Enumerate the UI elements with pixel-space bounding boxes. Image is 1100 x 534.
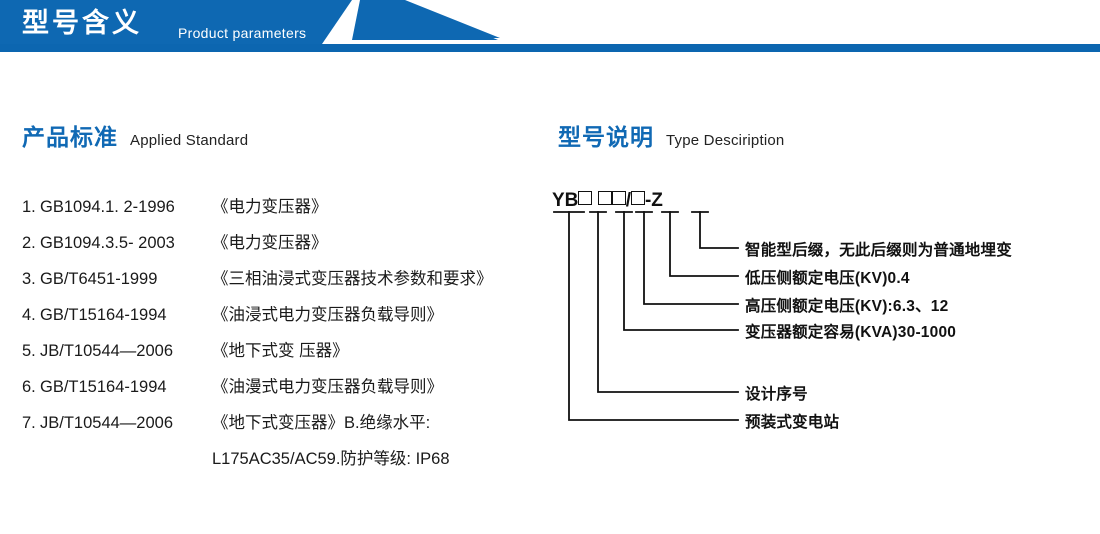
standard-name: 《电力变压器》 (212, 234, 328, 252)
type-code-slash: / (625, 190, 631, 211)
type-code-dash: - (644, 190, 652, 211)
annotation-design-serial: 设计序号 (745, 386, 808, 403)
annotation-prefab-substation: 预装式变电站 (745, 414, 840, 431)
standard-continuation-line: L175AC35/AC59.防护等级: IP68 (212, 450, 450, 468)
standard-index: 2. (22, 234, 36, 252)
list-item: 4. GB/T15164-1994 《油浸式电力变压器负载导则》 (22, 301, 552, 337)
standards-list: 1. GB1094.1. 2-1996 《电力变压器》 2. GB1094.3.… (22, 193, 552, 481)
code-box-lv-voltage (630, 191, 645, 205)
type-code-string: YB /-Z (552, 190, 663, 212)
list-item: 3. GB/T6451-1999 《三相油浸式变压器技术参数和要求》 (22, 265, 552, 301)
standard-code: GB1094.1. 2-1996 (40, 198, 175, 216)
leader-lines (553, 211, 739, 421)
standard-code: GB/T6451-1999 (40, 270, 158, 288)
standard-name: 《地下式变 压器》 (212, 342, 349, 360)
section-heading-cn: 产品标准 (22, 124, 118, 150)
type-code-suffix: Z (651, 190, 663, 211)
standard-index: 4. (22, 306, 36, 324)
standard-index: 5. (22, 342, 36, 360)
page-header-banner: 型号含义 Product parameters (0, 0, 1100, 56)
standard-index: 6. (22, 378, 36, 396)
code-box-capacity-1 (597, 191, 612, 205)
standard-index: 7. (22, 414, 36, 432)
standard-code: GB1094.3.5- 2003 (40, 234, 175, 252)
section-heading-applied-standard: 产品标准 Applied Standard (22, 118, 248, 152)
standard-name: 《油漫式电力变压器负载导则》 (212, 378, 443, 396)
code-box-design-serial (578, 191, 593, 205)
section-heading-en: Type Desciription (666, 132, 785, 149)
type-code-prefix: YB (552, 190, 579, 211)
annotation-hv-rated-voltage: 高压侧额定电压(KV):6.3、12 (745, 298, 949, 315)
list-item: 2. GB1094.3.5- 2003 《电力变压器》 (22, 229, 552, 265)
banner-title: 型号含义 (22, 8, 142, 38)
annotation-rated-capacity: 变压器额定容易(KVA)30-1000 (745, 324, 957, 341)
standard-code: JB/T10544—2006 (40, 342, 174, 360)
section-heading-en: Applied Standard (130, 132, 249, 149)
section-heading-type-description: 型号说明 Type Desciription (558, 118, 784, 152)
code-box-capacity-2 (611, 191, 626, 205)
standard-code: GB/T15164-1994 (40, 378, 167, 396)
banner-subtitle: Product parameters (178, 25, 307, 41)
type-code-diagram: YB /-Z 智能型后缀，无此后缀则为普通地埋变 低压侧额定电压(KV)0. (552, 190, 1092, 440)
list-item: 6. GB/T15164-1994 《油漫式电力变压器负载导则》 (22, 373, 552, 409)
banner-shape (0, 0, 1100, 52)
section-heading-cn: 型号说明 (558, 124, 654, 150)
standard-code: GB/T15164-1994 (40, 306, 167, 324)
standard-name: 《地下式变压器》B.绝缘水平: (212, 414, 431, 432)
list-item: 1. GB1094.1. 2-1996 《电力变压器》 (22, 193, 552, 229)
list-item: 7. JB/T10544—2006 《地下式变压器》B.绝缘水平: (22, 409, 552, 445)
standard-name: 《电力变压器》 (212, 198, 328, 216)
standard-name: 《三相油浸式变压器技术参数和要求》 (212, 270, 493, 288)
annotation-lv-rated-voltage: 低压侧额定电压(KV)0.4 (745, 270, 910, 287)
standard-index: 3. (22, 270, 36, 288)
standard-code: JB/T10544—2006 (40, 414, 174, 432)
standard-name: 《油浸式电力变压器负载导则》 (212, 306, 443, 324)
standard-index: 1. (22, 198, 36, 216)
annotation-smart-suffix: 智能型后缀，无此后缀则为普通地埋变 (745, 242, 1012, 259)
list-item: 5. JB/T10544—2006 《地下式变 压器》 (22, 337, 552, 373)
